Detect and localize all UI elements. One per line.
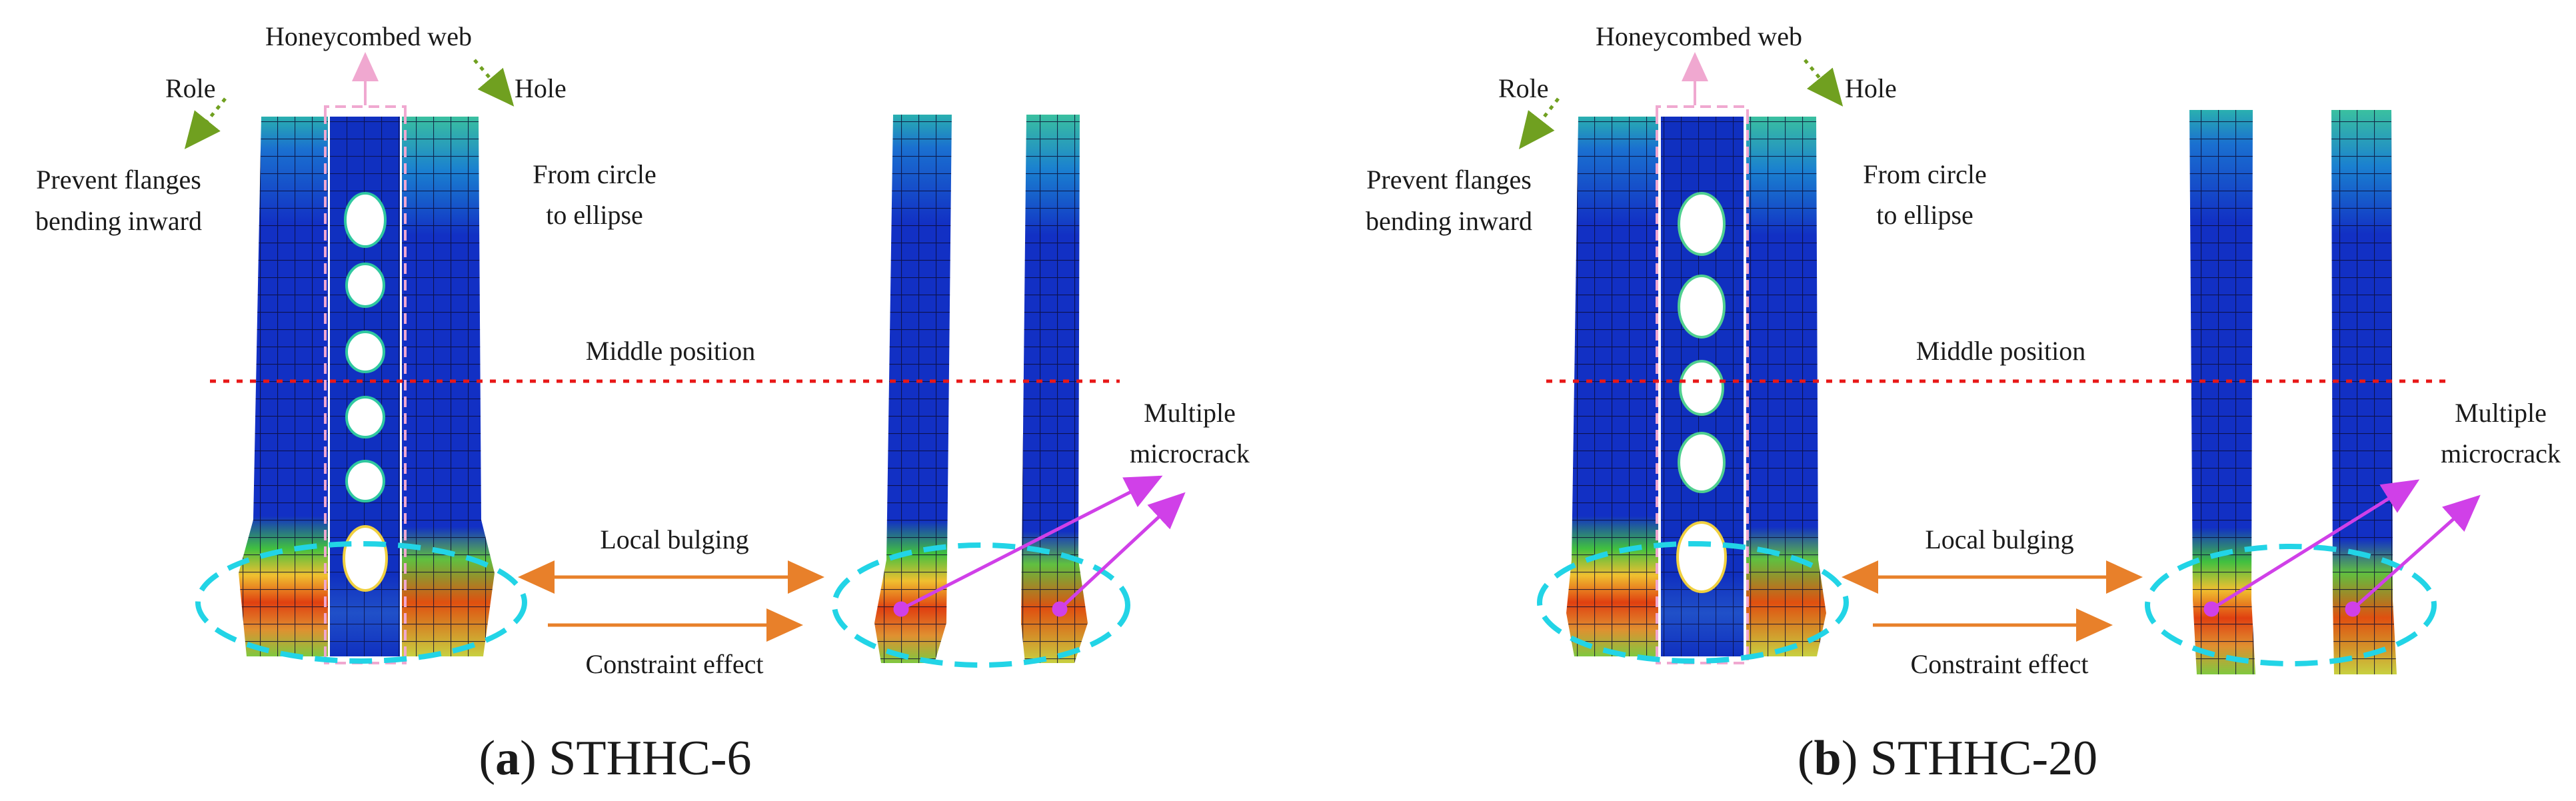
caption-text-a: STHHC-6 xyxy=(549,731,751,786)
label-local-bulging: Local bulging xyxy=(600,524,748,554)
label-hole-desc-2: to ellipse xyxy=(1876,200,1973,230)
web-hole xyxy=(1679,360,1724,416)
label-microcrack: microcrack xyxy=(2441,438,2561,468)
flange-left xyxy=(1566,117,1658,656)
label-role-desc-2: bending inward xyxy=(35,206,202,236)
web-hole xyxy=(345,331,385,373)
flange-separated-left xyxy=(2189,110,2255,674)
label-hole-desc-1: From circle xyxy=(533,159,656,189)
role-pointer-arrow xyxy=(1518,97,1560,149)
hole-pointer-arrow xyxy=(1804,59,1844,107)
label-role: Role xyxy=(1498,73,1549,103)
label-role-desc-1: Prevent flanges xyxy=(36,165,201,195)
label-constraint-effect: Constraint effect xyxy=(586,649,764,679)
microcrack-arrows xyxy=(893,475,1186,617)
label-middle-position: Middle position xyxy=(1916,336,2085,366)
flange-separated-right xyxy=(2331,110,2397,674)
flange-left xyxy=(239,117,328,656)
label-multiple: Multiple xyxy=(2455,398,2547,428)
label-hole: Hole xyxy=(1845,73,1897,103)
label-hole-desc-1: From circle xyxy=(1863,159,1987,189)
web-hole xyxy=(343,525,388,592)
caption-b: (b) STHHC-20 xyxy=(1798,731,2097,786)
web-hole xyxy=(1678,192,1726,256)
label-honeycombed-web: Honeycombed web xyxy=(265,21,472,51)
bulging-ellipse-right xyxy=(2145,544,2437,666)
web-hole xyxy=(1678,432,1726,493)
bulging-ellipse-right xyxy=(832,542,1130,668)
label-role: Role xyxy=(165,73,216,103)
bulging-ellipse-left xyxy=(1537,541,1849,664)
panel-a: Honeycombed web Role Prevent flanges ben… xyxy=(35,21,1250,786)
label-hole-desc-2: to ellipse xyxy=(546,200,643,230)
caption-text-b: STHHC-20 xyxy=(1870,731,2097,786)
label-role-desc-1: Prevent flanges xyxy=(1366,165,1532,195)
label-multiple: Multiple xyxy=(1144,398,1236,428)
hole-pointer-arrow xyxy=(473,59,515,107)
web-hole xyxy=(345,263,385,308)
web-hole xyxy=(345,396,385,438)
web-hole xyxy=(345,460,385,502)
flange-right xyxy=(1746,117,1826,656)
label-microcrack: microcrack xyxy=(1130,438,1250,468)
label-middle-position: Middle position xyxy=(586,336,755,366)
flange-separated-right xyxy=(1021,115,1088,663)
web-hole xyxy=(1678,275,1726,339)
panel-b: Honeycombed web Role Prevent flanges ben… xyxy=(1366,21,2561,786)
web-hole xyxy=(1676,521,1727,593)
web-hole xyxy=(344,192,387,248)
web-holes xyxy=(1676,192,1727,593)
bulging-ellipse-left xyxy=(195,541,527,664)
label-role-desc-2: bending inward xyxy=(1366,206,1532,236)
caption-letter-b: b xyxy=(1814,731,1842,786)
flange-right xyxy=(402,117,495,656)
microcrack-arrows xyxy=(2203,479,2481,617)
label-constraint-effect: Constraint effect xyxy=(1911,649,2089,679)
label-honeycombed-web: Honeycombed web xyxy=(1596,21,1802,51)
flange-separated-left xyxy=(874,115,952,663)
caption-a: (a) STHHC-6 xyxy=(479,731,751,786)
label-hole: Hole xyxy=(515,73,567,103)
role-pointer-arrow xyxy=(184,97,227,149)
label-local-bulging: Local bulging xyxy=(1925,524,2073,554)
caption-letter-a: a xyxy=(495,731,520,786)
